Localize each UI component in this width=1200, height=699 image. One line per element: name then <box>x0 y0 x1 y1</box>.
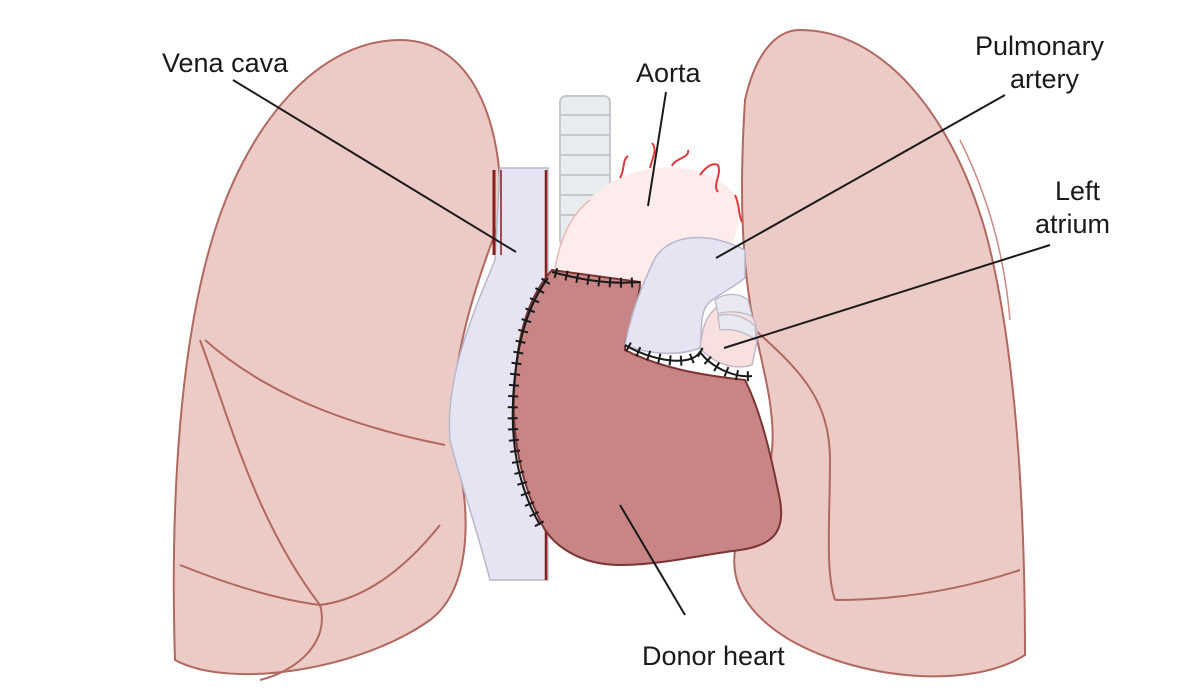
suture-stitch <box>540 277 551 285</box>
suture-stitch <box>511 460 523 464</box>
suture-stitch <box>608 277 612 288</box>
label-vena-cava: Vena cava <box>162 48 289 78</box>
suture-stitch <box>508 383 520 387</box>
suture-stitch <box>635 346 642 357</box>
suture-stitch <box>697 347 704 358</box>
suture-stitch <box>513 350 524 355</box>
suture-stitch <box>734 369 739 381</box>
suture-stitch <box>689 353 695 364</box>
label-donor-heart: Donor heart <box>642 641 785 671</box>
label-pulmonary-artery-line1: Pulmonary <box>975 31 1105 61</box>
suture-stitch <box>508 427 519 431</box>
leader-lines <box>232 79 1051 616</box>
right-lung-fissure-upper <box>204 339 446 446</box>
left-lung <box>733 28 1027 678</box>
suture-stitch <box>679 355 683 366</box>
suture-stitch <box>534 520 545 528</box>
suture-stitch <box>508 394 519 398</box>
suture-stitch <box>524 501 535 507</box>
left-lung-edge-detail <box>959 139 1011 321</box>
suture-stitch <box>529 297 540 304</box>
suture-stitch <box>508 438 519 442</box>
leader-vena-cava <box>232 79 517 253</box>
label-pulmonary-artery-line2: artery <box>1010 64 1080 94</box>
suture-stitch <box>517 480 528 486</box>
suture-stitch <box>668 355 672 366</box>
leader-donor-heart <box>619 504 686 616</box>
suture-stitch <box>518 328 529 334</box>
suture-stitch <box>511 361 522 366</box>
suture-stitch <box>514 470 525 475</box>
suture-stitch <box>520 491 531 497</box>
label-left-atrium-line1: Left <box>1055 176 1101 206</box>
pulmonary-artery <box>624 236 746 355</box>
label-aorta: Aorta <box>636 58 702 88</box>
suture-stitch <box>521 318 532 324</box>
suture-stitch <box>510 372 521 376</box>
suture-stitch <box>646 350 652 361</box>
leader-aorta <box>647 91 667 207</box>
suture-stitch <box>529 510 540 518</box>
leader-left-atrium <box>723 244 1051 349</box>
left-lung-fissure-base <box>834 569 1021 601</box>
suture-stitch <box>553 267 559 279</box>
donor-heart <box>512 268 783 567</box>
suture-stitch <box>713 362 721 372</box>
suture-stitch <box>564 270 569 281</box>
suture-stitch <box>510 449 521 453</box>
right-lung <box>172 38 502 681</box>
right-lung-fissure-base <box>259 604 323 681</box>
suture-stitch <box>575 272 580 284</box>
suture-stitch <box>657 353 662 364</box>
left-atrium <box>699 293 758 368</box>
suture-stitch <box>515 339 526 344</box>
suture-stitch <box>525 307 536 314</box>
suture-stitch <box>534 287 545 294</box>
suture-stitch <box>703 355 712 365</box>
leader-pulmonary-artery <box>715 94 1006 259</box>
suture-stitches <box>507 267 749 528</box>
suture-stitch <box>586 274 590 285</box>
suture-stitch <box>597 276 601 287</box>
right-lung-fissure-middle <box>199 339 321 606</box>
suture-stitch <box>625 342 632 352</box>
suture-stitch <box>723 366 730 377</box>
left-lung-fissure-oblique <box>754 329 836 601</box>
label-left-atrium-line2: atrium <box>1035 209 1110 239</box>
